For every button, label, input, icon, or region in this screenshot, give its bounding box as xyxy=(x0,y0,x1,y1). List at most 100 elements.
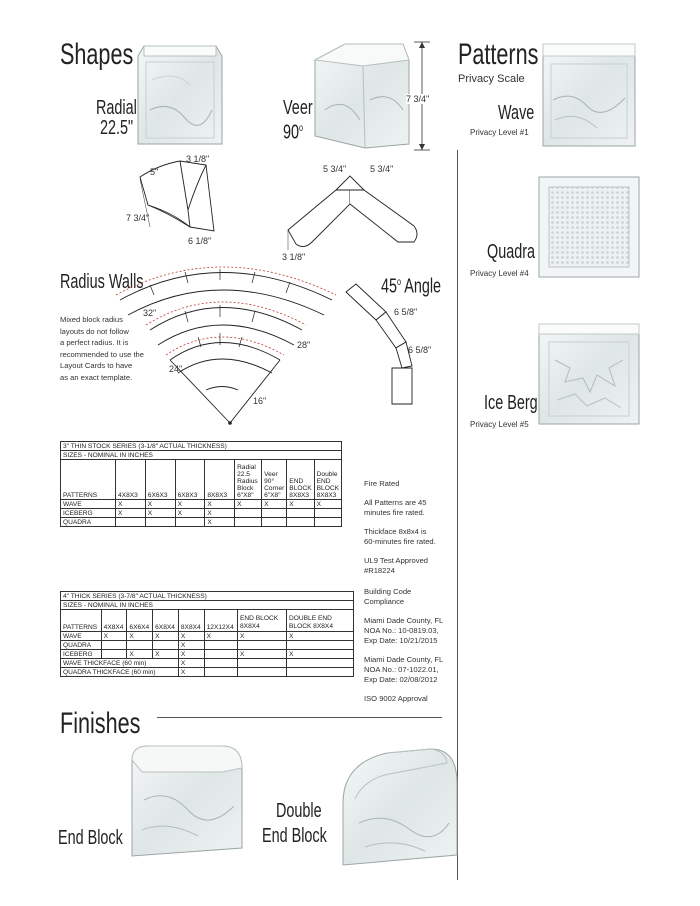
fire-line: Fire Rated xyxy=(364,479,400,488)
radial-angle: 22.5" xyxy=(100,117,134,139)
radial-label: Radial xyxy=(96,97,137,119)
radial-bottom-dim: 6 1/8" xyxy=(188,236,212,246)
cell xyxy=(152,640,179,650)
radius-walls-note: Mixed block radius layouts do not follow… xyxy=(60,314,144,383)
thick-header: 6X6X4 xyxy=(126,609,154,632)
cell: X xyxy=(286,649,354,659)
end-block-label: End Block xyxy=(58,827,123,849)
cell xyxy=(261,517,288,527)
wave-name: Wave xyxy=(498,102,535,124)
cell: X xyxy=(152,631,179,641)
cell xyxy=(100,649,128,659)
cell xyxy=(115,517,146,527)
thin-header: Double END BLOCK 8X8X3 xyxy=(313,459,343,500)
table-row: WAVE THICKFACE (60 min)X xyxy=(60,658,354,668)
ice-berg-name: Ice Berg xyxy=(484,392,538,414)
quadra-block-image xyxy=(538,176,640,278)
radius-32-dim: 32" xyxy=(143,308,157,318)
angle-45-title: 45o Angle xyxy=(381,272,441,298)
fire-line: Exp Date: 02/08/2012 xyxy=(364,675,438,684)
radial-label-line1: Radial xyxy=(96,97,137,119)
cell: X xyxy=(174,499,206,509)
cell: ICEBERG xyxy=(60,649,102,659)
double-end-block-label-1: Double xyxy=(276,800,322,822)
thin-header: 8X8X3 xyxy=(204,459,236,500)
cell: X xyxy=(204,508,236,518)
note-line: recommended to use the xyxy=(60,349,145,359)
radial-line-drawing xyxy=(139,160,215,232)
cell: X xyxy=(144,508,176,518)
cell: QUADRA xyxy=(60,640,102,650)
fire-line: Building Code xyxy=(364,587,412,596)
cell: X xyxy=(177,631,205,641)
cell xyxy=(203,667,239,677)
note-line: Mixed block radius xyxy=(60,315,123,324)
cell: X xyxy=(126,631,154,641)
cell: X xyxy=(204,499,236,509)
cell xyxy=(286,517,315,527)
thick-header: DOUBLE END BLOCK 8X8X4 xyxy=(286,609,354,632)
angle-suffix: Angle xyxy=(401,275,442,298)
cell xyxy=(237,640,287,650)
fire-block: UL9 Test Approved#R18224 xyxy=(364,556,454,576)
radius-walls-diagram xyxy=(115,266,337,425)
cell: X xyxy=(115,508,146,518)
cell: WAVE xyxy=(60,499,116,509)
note-line: a perfect radius. It is xyxy=(60,338,129,347)
cell xyxy=(126,640,154,650)
cell: X xyxy=(115,499,146,509)
thin-header: 6X8X3 xyxy=(174,459,206,500)
cell: X xyxy=(204,517,236,527)
cell xyxy=(237,658,287,668)
fire-line: #R18224 xyxy=(364,566,395,575)
thin-header: 4X8X3 xyxy=(115,459,146,500)
veer-block-image xyxy=(313,43,410,149)
cell xyxy=(144,517,176,527)
double-end-block-label-2: End Block xyxy=(262,825,327,847)
cell xyxy=(174,517,206,527)
radius-28-dim: 28" xyxy=(297,340,311,350)
cell xyxy=(234,508,263,518)
shapes-title: Shapes xyxy=(60,38,134,71)
end-block-image xyxy=(131,745,243,857)
cell: X xyxy=(177,667,205,677)
radial-height-dim: 7 3/4" xyxy=(126,213,150,223)
thick-header: 6X8X4 xyxy=(152,609,179,632)
patterns-title: Patterns xyxy=(458,38,539,71)
table-row: QUADRA X xyxy=(60,640,354,650)
cell: ICEBERG xyxy=(60,508,116,518)
table-row: QUADRA X xyxy=(60,517,343,527)
cell: X xyxy=(234,499,263,509)
cell: WAVE xyxy=(60,631,102,641)
fire-line: 60-minutes fire rated. xyxy=(364,537,436,546)
radius-16-dim: 16" xyxy=(253,396,267,406)
cell: X xyxy=(237,649,287,659)
cell: X xyxy=(286,631,354,641)
thick-header: 8X8X4 xyxy=(177,609,205,632)
thin-header: Veer 90° Corner 6"X8" xyxy=(261,459,288,500)
cell: X xyxy=(177,640,205,650)
angle-dim-a: 6 5/8" xyxy=(394,307,418,317)
cell: QUADRA xyxy=(60,517,116,527)
cell xyxy=(313,508,343,518)
cell: X xyxy=(286,499,315,509)
cell: X xyxy=(152,649,179,659)
thick-subtitle: SIZES - NOMINAL IN INCHES xyxy=(60,600,354,610)
cell xyxy=(203,640,239,650)
double-end-block-image xyxy=(342,748,458,866)
veer-right-dim: 5 3/4" xyxy=(370,164,394,174)
cell: X xyxy=(313,499,343,509)
veer-angle: 90o xyxy=(283,118,303,144)
fire-line: Exp Date: 10/21/2015 xyxy=(364,636,438,645)
thick-header: 4X8X4 xyxy=(100,609,128,632)
cell: X xyxy=(177,649,205,659)
cell: X xyxy=(237,631,287,641)
cell xyxy=(286,658,354,668)
quadra-privacy-level: Privacy Level #4 xyxy=(470,269,529,278)
